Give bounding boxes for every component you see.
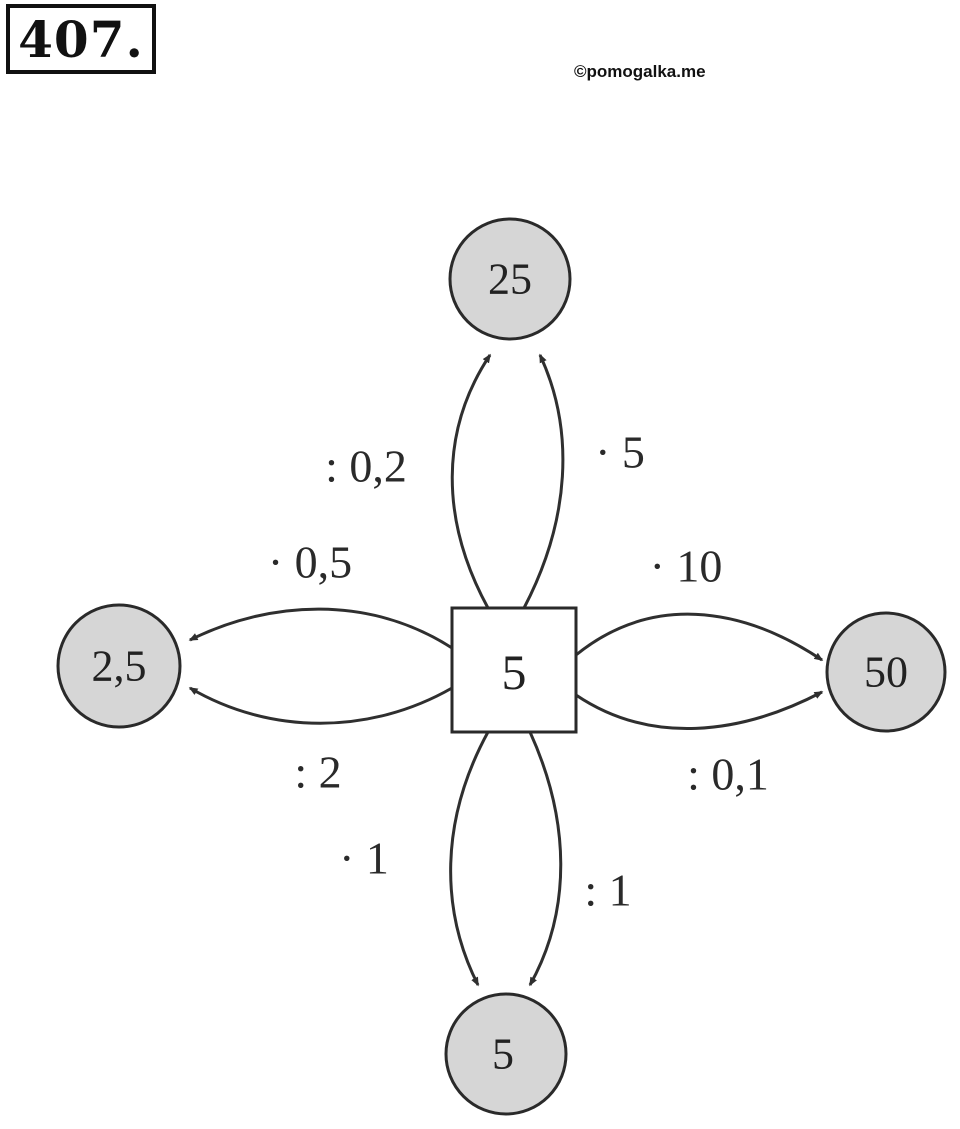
- op-label-left-top: · 0,5: [268, 537, 352, 588]
- op-label-bottom-right: : 1: [584, 865, 631, 916]
- op-label-right-top: · 10: [650, 541, 723, 592]
- node-right-label: 50: [864, 648, 908, 697]
- op-label-right-bottom: : 0,1: [687, 749, 769, 800]
- center-box-label: 5: [502, 644, 527, 700]
- node-right-circle: [825, 611, 947, 733]
- node-top-circle: [448, 217, 572, 341]
- edge-center-to-left-top: [188, 607, 453, 650]
- node-bottom-circle: [444, 992, 568, 1116]
- node-left-circle: [56, 603, 182, 729]
- problem-number: 407.: [6, 4, 156, 74]
- watermark: ©pomogalka.me: [574, 62, 706, 81]
- edge-center-to-right-top: [575, 612, 824, 662]
- op-label-top-right: · 5: [595, 427, 645, 478]
- edge-center-to-bottom-left: [449, 731, 490, 987]
- center-box: [450, 606, 578, 734]
- edge-center-to-right-bottom: [575, 690, 824, 731]
- edge-center-to-top-left: [450, 353, 492, 609]
- node-left-label: 2,5: [92, 642, 147, 691]
- node-top-label: 25: [488, 255, 532, 304]
- op-label-bottom-left: · 1: [339, 833, 389, 884]
- edge-center-to-top-right: [522, 353, 565, 609]
- edge-center-to-bottom-right: [528, 731, 563, 987]
- edge-center-to-left-bottom: [188, 686, 453, 725]
- node-bottom-label: 5: [492, 1030, 514, 1079]
- op-label-top-left: : 0,2: [325, 441, 407, 492]
- op-label-left-bottom: : 2: [294, 747, 341, 798]
